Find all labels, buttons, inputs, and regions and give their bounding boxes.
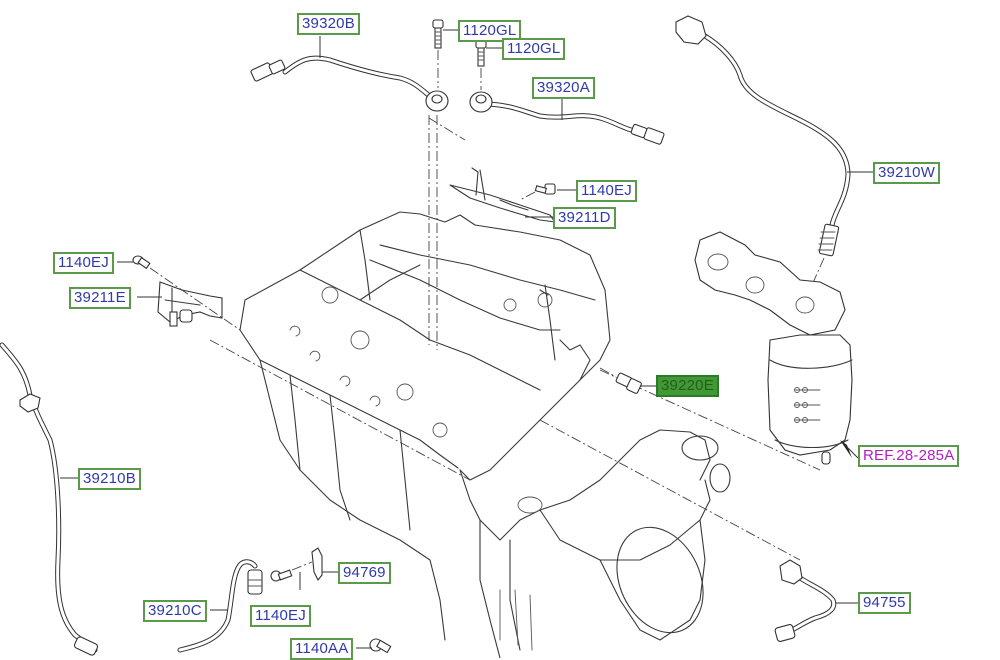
reference-label-28-285a[interactable]: REF.28-285A [858, 445, 960, 467]
bolt-1140ej-top[interactable] [519, 183, 556, 201]
part-label-1140ej-bottom[interactable]: 1140EJ [250, 605, 311, 627]
part-label-1140ej-left[interactable]: 1140EJ [53, 252, 114, 274]
part-label-39320b[interactable]: 39320B [297, 13, 360, 35]
bracket-94769[interactable] [311, 547, 323, 582]
oxygen-sensor-39210c[interactable] [177, 559, 263, 653]
part-label-1120gl-upper[interactable]: 1120GL [458, 20, 522, 42]
part-label-39211d[interactable]: 39211D [553, 207, 616, 229]
knock-sensor-39320a[interactable] [469, 91, 665, 145]
exhaust-manifold-catalytic-converter[interactable] [694, 231, 853, 465]
sensor-39220e[interactable] [599, 367, 642, 394]
part-label-94769[interactable]: 94769 [338, 562, 391, 584]
part-label-1140aa[interactable]: 1140AA [290, 638, 354, 660]
part-label-39210w[interactable]: 39210W [873, 162, 941, 184]
bolt-1140ej-left[interactable] [132, 255, 151, 270]
bolt-1140ej-bottom[interactable] [270, 561, 313, 582]
part-label-1120gl-lower[interactable]: 1120GL [502, 38, 566, 60]
part-label-39210b[interactable]: 39210B [78, 468, 141, 490]
oxygen-sensor-39210b[interactable] [0, 342, 99, 656]
leader-lines [60, 29, 873, 649]
sensor-94755[interactable] [774, 559, 837, 642]
bolt-1120gl-b[interactable] [475, 39, 487, 67]
knock-sensor-39320b[interactable] [250, 55, 449, 112]
part-label-94755[interactable]: 94755 [858, 592, 911, 614]
part-label-39210c[interactable]: 39210C [143, 600, 207, 622]
part-label-39320a[interactable]: 39320A [532, 77, 595, 99]
part-label-39220e-selected[interactable]: 39220E [656, 375, 719, 397]
bracket-39211d[interactable] [449, 167, 556, 223]
oxygen-sensor-39210w[interactable] [675, 15, 851, 286]
part-label-39211e[interactable]: 39211E [69, 287, 131, 309]
bolt-1120gl-a[interactable] [432, 19, 444, 49]
part-label-1140ej-top[interactable]: 1140EJ [576, 180, 637, 202]
sensor-bracket-39211e[interactable] [149, 267, 241, 331]
bolt-1140aa[interactable] [369, 638, 392, 654]
